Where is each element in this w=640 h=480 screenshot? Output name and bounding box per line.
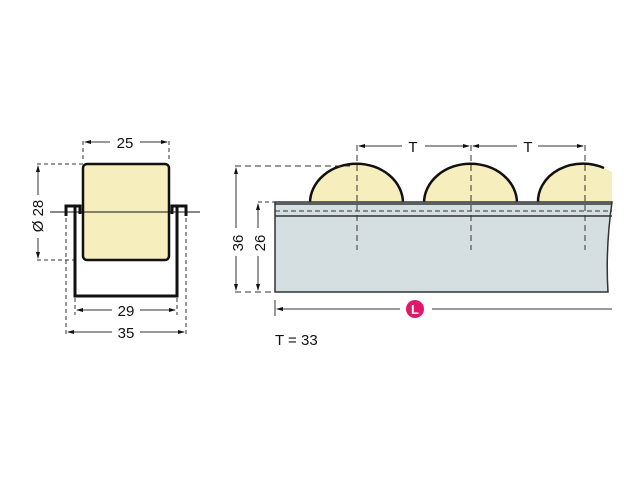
pitch-label-1: T: [408, 139, 417, 156]
length-marker: [406, 300, 424, 318]
total-height-label: 36: [230, 235, 247, 252]
roller-diameter-label: Ø 28: [30, 200, 47, 233]
roller-3: [537, 163, 612, 203]
front-view: T T 36 26 L T = 33: [230, 139, 613, 349]
inner-width-label: 29: [118, 303, 135, 320]
pitch-value: T = 33: [275, 332, 318, 349]
roller-1: [308, 162, 405, 205]
side-view: 25 Ø 28 29 35: [30, 135, 200, 342]
rail: [274, 201, 613, 293]
roller-2: [422, 162, 519, 205]
pitch-label-2: T: [523, 139, 532, 156]
roller-width-label: 25: [117, 135, 134, 152]
rail-height-label: 26: [252, 235, 269, 252]
outer-width-label: 35: [118, 325, 135, 342]
length-marker-label: L: [411, 302, 419, 317]
